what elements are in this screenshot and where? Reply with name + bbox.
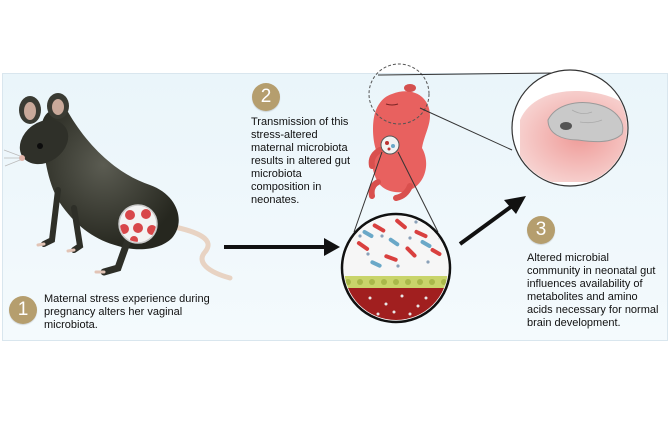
step-3-badge: 3 (527, 216, 555, 244)
step-1-badge: 1 (9, 296, 37, 324)
arrow-icon (458, 196, 526, 246)
inset-leader-lines (353, 72, 557, 233)
brain-inset-icon (511, 69, 629, 187)
adult-mouse-illustration (3, 93, 233, 281)
gut-microbiota-inset-icon (340, 212, 452, 324)
step-3-caption: Altered microbial community in neonatal … (527, 252, 659, 329)
step-2-caption: Transmission of this stress-altered mate… (251, 116, 351, 206)
neonate-pup-illustration (368, 63, 430, 201)
step-1-caption: Maternal stress experience during pregna… (44, 293, 210, 331)
arrow-icon (224, 238, 340, 256)
step-2-badge: 2 (252, 83, 280, 111)
